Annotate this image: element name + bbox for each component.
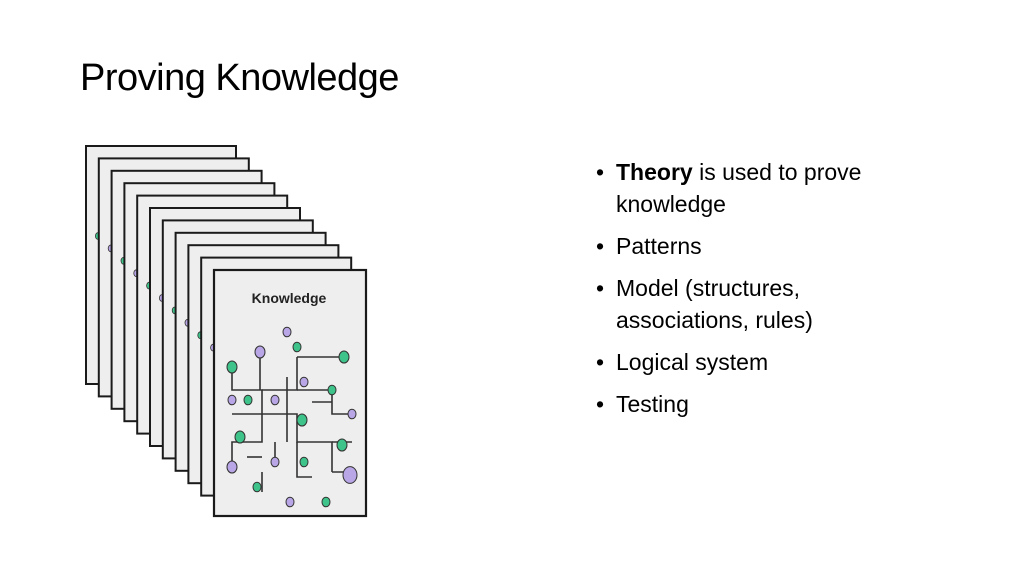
circuit-node <box>285 496 295 508</box>
bullet-text: Testing <box>616 391 689 417</box>
bullet-item: Model (structures, associations, rules) <box>594 272 924 336</box>
circuit-node <box>327 384 337 396</box>
circuit-node <box>321 496 331 508</box>
circuit-node <box>347 408 357 420</box>
bullet-item: Patterns <box>594 230 924 262</box>
page-label: Knowledge <box>252 290 327 306</box>
circuit-nodes <box>226 326 358 508</box>
bullet-item: Logical system <box>594 346 924 378</box>
circuit-node <box>336 438 348 452</box>
slide-title: Proving Knowledge <box>80 57 399 99</box>
bullet-text: Model (structures, associations, rules) <box>616 275 813 333</box>
circuit-node <box>254 345 266 359</box>
circuit-node <box>234 430 246 444</box>
bullet-item: Theory is used to prove knowledge <box>594 156 924 220</box>
circuit-line <box>231 367 263 472</box>
bullet-list: Theory is used to prove knowledge Patter… <box>594 156 924 430</box>
bullet-item: Testing <box>594 388 924 420</box>
circuit-node <box>270 394 280 406</box>
circuit-node <box>292 341 302 353</box>
circuit-node <box>270 456 280 468</box>
circuit-node <box>282 326 292 338</box>
circuit-diagram <box>231 352 352 492</box>
circuit-node <box>226 460 238 474</box>
bullet-bold: Theory <box>616 159 693 185</box>
front-page: Knowledge <box>212 268 368 518</box>
circuit-node <box>227 394 237 406</box>
circuit-node <box>252 481 262 493</box>
circuit-node <box>299 376 309 388</box>
circuit-line <box>296 442 312 478</box>
knowledge-pages-illustration: Knowledge <box>85 145 368 518</box>
circuit-node <box>299 456 309 468</box>
front-page-sheet <box>212 268 368 518</box>
circuit-node <box>296 413 308 427</box>
bullet-text: Patterns <box>616 233 702 259</box>
circuit-node <box>226 360 238 374</box>
circuit-node <box>338 350 350 364</box>
circuit-node <box>243 394 253 406</box>
bullet-text: is used to prove knowledge <box>616 159 862 217</box>
circuit-node <box>342 466 358 484</box>
bullet-text: Logical system <box>616 349 769 375</box>
